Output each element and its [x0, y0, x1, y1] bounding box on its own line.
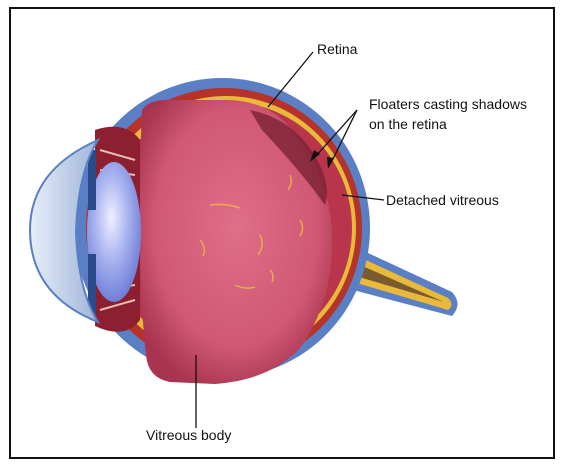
- detached-vitreous-label: Detached vitreous: [386, 191, 499, 209]
- floaters-label: Floaters casting shadows on the retina: [369, 94, 527, 134]
- retina-label: Retina: [317, 40, 357, 58]
- floaters-label-line-2: on the retina: [369, 114, 527, 134]
- vitreous-body-label: Vitreous body: [146, 426, 231, 444]
- floaters-label-line-1: Floaters casting shadows: [369, 94, 527, 114]
